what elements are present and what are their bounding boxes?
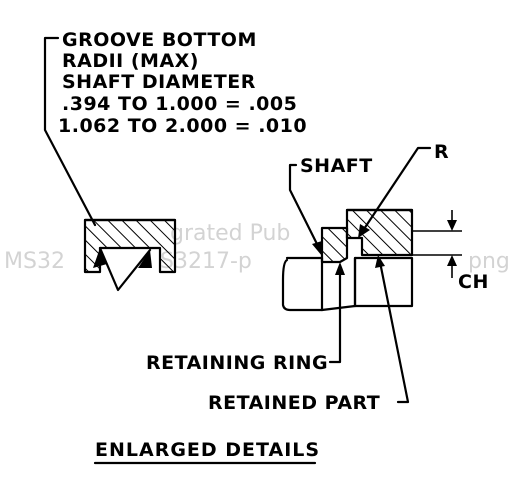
note-line-4: .394 TO 1.000 = .005 bbox=[62, 93, 297, 115]
groove-hatched-body bbox=[83, 218, 177, 274]
drawing-title: ENLARGED DETAILS bbox=[95, 439, 320, 461]
note-line-2: RADII (MAX) bbox=[62, 50, 199, 72]
retaining-ring-arrowhead bbox=[335, 262, 345, 275]
retained-part-leader-line bbox=[378, 260, 410, 404]
shaft-arrowhead bbox=[312, 241, 322, 256]
arrowhead-left bbox=[93, 248, 107, 268]
retained-part-arrowhead bbox=[375, 255, 385, 268]
label-retaining-ring: RETAINING RING bbox=[146, 352, 328, 374]
retaining-ring-leader-line bbox=[328, 268, 342, 364]
arrowhead-right bbox=[138, 250, 152, 268]
assembly-detail bbox=[281, 146, 462, 404]
note-line-1: GROOVE BOTTOM bbox=[62, 29, 257, 51]
dim-arrowhead-bottom bbox=[447, 255, 457, 266]
label-r: R bbox=[434, 141, 449, 163]
watermark-text-1: grated Pub bbox=[170, 221, 290, 246]
r-leader-line bbox=[360, 146, 432, 234]
label-ch: CH bbox=[458, 271, 489, 293]
groove-detail bbox=[83, 218, 177, 292]
ring-bottom-edge bbox=[320, 304, 357, 312]
groove-note: GROOVE BOTTOM RADII (MAX) SHAFT DIAMETER… bbox=[43, 29, 307, 227]
dim-arrowhead-top bbox=[447, 220, 457, 231]
retained-part-section bbox=[345, 208, 414, 257]
note-line-3: SHAFT DIAMETER bbox=[62, 71, 256, 93]
watermark-text-4: png bbox=[468, 249, 510, 274]
watermark-text-2: MS32 bbox=[4, 249, 65, 274]
note-leader-line bbox=[43, 36, 97, 227]
r-arrowhead bbox=[358, 224, 370, 238]
shaft-leader-line bbox=[288, 163, 322, 252]
label-shaft: SHAFT bbox=[300, 155, 373, 177]
groove-v-leaders bbox=[98, 246, 152, 292]
label-retained-part: RETAINED PART bbox=[208, 392, 380, 414]
shaft-outline-left bbox=[281, 258, 324, 312]
note-line-5: 1.062 TO 2.000 = .010 bbox=[58, 115, 307, 137]
retaining-ring-section bbox=[320, 226, 349, 264]
watermark: grated Pub MS32 S3217-p png bbox=[4, 221, 510, 274]
